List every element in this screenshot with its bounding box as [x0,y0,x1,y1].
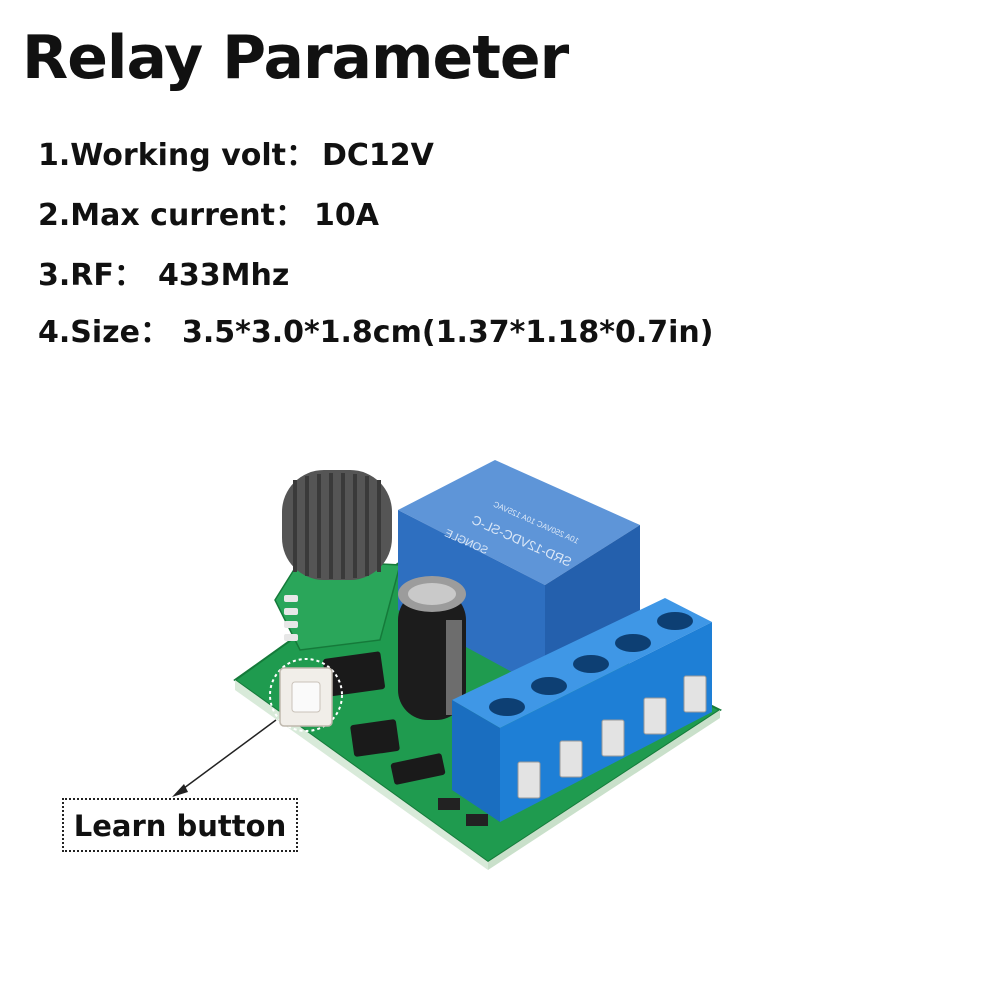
pcb-edge-right [488,710,720,870]
spec-value: 10A [314,198,379,233]
spec-working-volt: 1.Working volt： DC12V [38,136,434,176]
capacitor [398,576,466,720]
spec-size: 4.Size： 3.5*3.0*1.8cm(1.37*1.18*0.7in) [38,313,713,353]
spec-value: DC12V [322,138,434,173]
learn-button[interactable] [269,658,343,732]
spec-label: 3.RF： [38,258,144,293]
spec-rf: 3.RF： 433Mhz [38,256,289,296]
ic-chip [323,651,385,697]
spec-label: 1.Working volt： [38,138,316,173]
spec-label: 4.Size： [38,315,170,350]
spec-value: 433Mhz [158,258,290,293]
learn-button-callout: Learn button [62,798,298,852]
learn-button-label: Learn button [73,809,287,843]
pcb-edge [235,680,488,870]
rf-module-pins [284,595,298,641]
resistor [438,798,460,810]
page-title: Relay Parameter [22,23,569,93]
ic-chip [350,719,400,757]
spec-max-current: 2.Max current： 10A [38,196,379,236]
diode [390,753,446,785]
terminal-block [452,598,712,822]
spec-value: 3.5*3.0*1.8cm(1.37*1.18*0.7in) [182,315,714,350]
resistor [466,814,488,826]
antenna-coil [282,470,392,580]
callout-arrow [172,719,277,797]
spec-label: 2.Max current： [38,198,305,233]
